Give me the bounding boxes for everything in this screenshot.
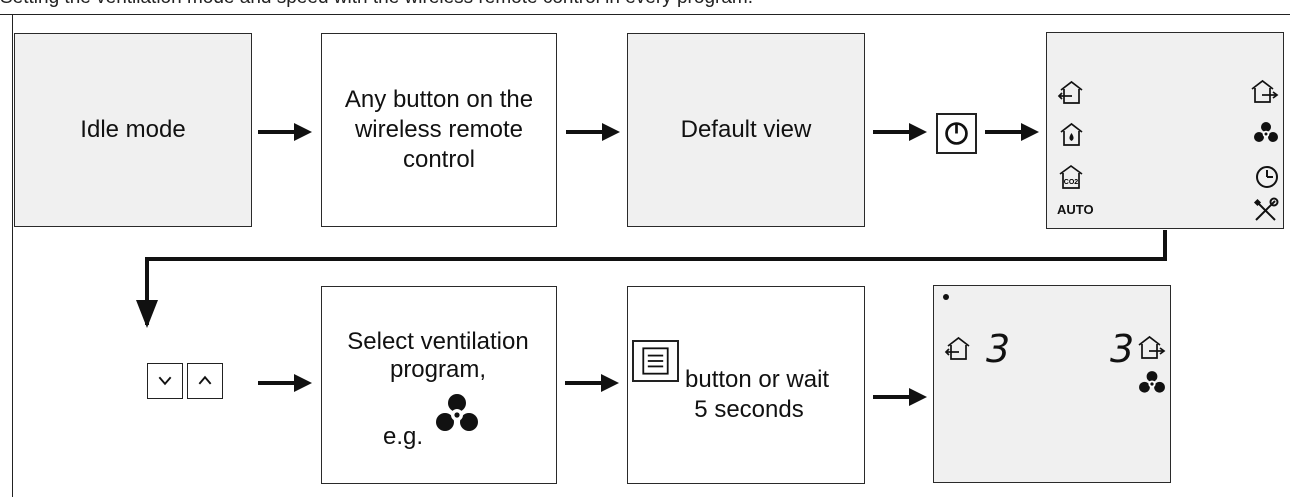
- default-view-box: Default view: [627, 33, 865, 227]
- arrow-6: [565, 374, 619, 392]
- status-dot: [943, 294, 949, 300]
- select-ventilation-eg: e.g.: [383, 423, 424, 450]
- clock-icon: [1256, 166, 1278, 188]
- return-line-vertical: [1163, 230, 1167, 261]
- fan-icon: [1254, 122, 1278, 142]
- menu-or-wait-line1: button or wait: [685, 366, 830, 393]
- exhaust-speed-value: 3: [986, 327, 1011, 371]
- home-co2-icon: CO2: [1059, 164, 1083, 189]
- frame-left-line: [12, 14, 13, 497]
- menu-or-wait-box: [627, 286, 865, 484]
- chevron-down-icon: [158, 376, 172, 386]
- down-button-illustration: [147, 363, 183, 399]
- idle-mode-label: Idle mode: [80, 116, 186, 143]
- home-exhaust-icon: [944, 336, 970, 360]
- top-caption-strip: Setting the ventilation mode and speed w…: [0, 0, 1290, 8]
- home-humidity-icon: [1060, 122, 1083, 146]
- select-ventilation-box: [321, 286, 557, 484]
- any-button-box: Any button on the wireless remote contro…: [321, 33, 557, 227]
- chevron-up-icon: [198, 375, 212, 385]
- home-supply-icon: [1138, 335, 1166, 359]
- home-supply-icon: [1251, 79, 1279, 103]
- arrow-5: [258, 374, 312, 392]
- menu-or-wait-line2: 5 seconds: [694, 396, 804, 423]
- default-icons-box: [1046, 32, 1284, 229]
- idle-mode-box: Idle mode: [14, 33, 252, 227]
- arrow-3: [873, 123, 927, 141]
- power-button-illustration: [936, 113, 977, 154]
- any-button-label: Any button on the wireless remote contro…: [344, 86, 534, 173]
- down-arrow-head: [136, 300, 158, 328]
- arrow-4: [985, 123, 1039, 141]
- fan-icon: [436, 394, 478, 431]
- default-view-label: Default view: [680, 116, 812, 143]
- tools-icon: [1253, 197, 1279, 221]
- frame-top-line: [0, 14, 1290, 15]
- fan-icon: [1139, 371, 1165, 393]
- select-ventilation-line2: program,: [389, 356, 487, 383]
- select-ventilation-line1: Select ventilation: [347, 328, 529, 355]
- power-icon: [945, 122, 968, 145]
- svg-text:CO2: CO2: [1064, 179, 1079, 186]
- up-button-illustration: [187, 363, 223, 399]
- home-exhaust-icon: [1057, 80, 1083, 104]
- arrow-7: [873, 388, 927, 406]
- return-line-horizontal: [145, 257, 1167, 261]
- supply-speed-value: 3: [1110, 327, 1135, 371]
- return-line-drop: [145, 257, 149, 325]
- auto-label: AUTO: [1057, 202, 1094, 217]
- menu-icon: [642, 347, 669, 375]
- arrow-1: [258, 123, 312, 141]
- speed-display-box: [933, 285, 1171, 483]
- menu-button-illustration: [632, 340, 679, 382]
- arrow-2: [566, 123, 620, 141]
